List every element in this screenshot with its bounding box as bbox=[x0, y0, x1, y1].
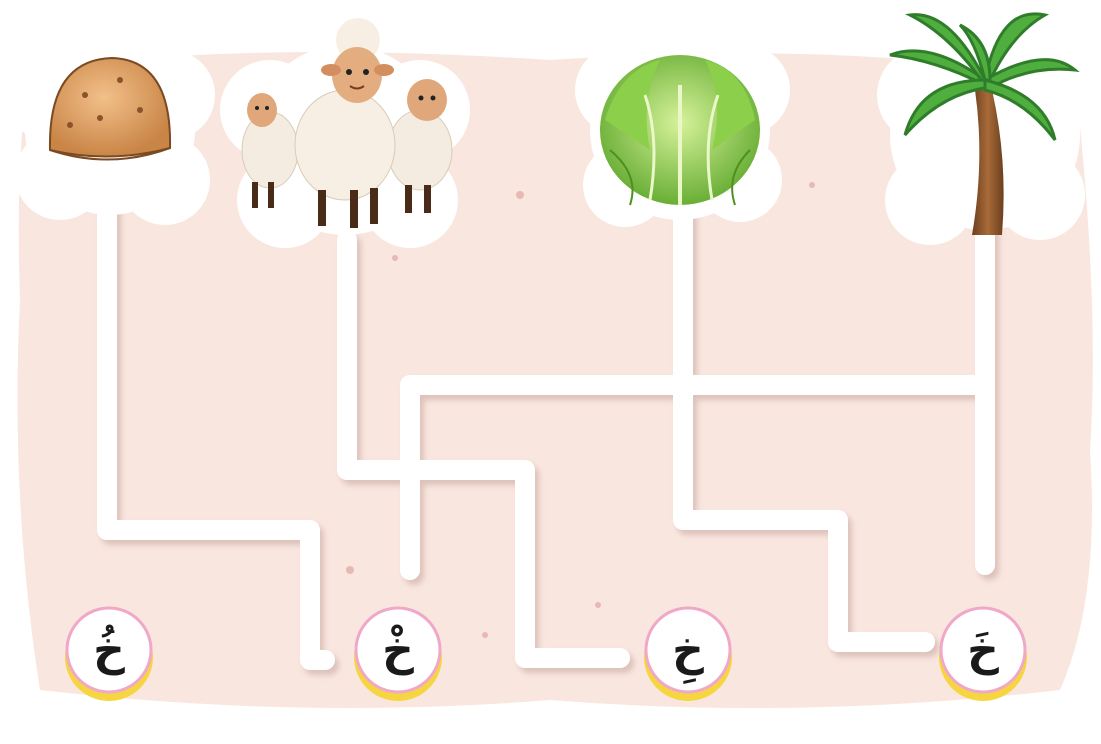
background-dot bbox=[482, 632, 488, 638]
background-dot bbox=[595, 602, 601, 608]
background-dot bbox=[516, 191, 524, 199]
picture-cloud-palm[interactable] bbox=[877, 14, 1095, 245]
picture-cloud-sheep[interactable] bbox=[220, 18, 470, 248]
lettuce-icon bbox=[600, 55, 760, 205]
letter-badge-fatha[interactable]: خَ bbox=[939, 608, 1027, 701]
letter-badge-kasra[interactable]: خِ bbox=[644, 608, 732, 701]
letter-text: خِ bbox=[672, 625, 704, 685]
background-dot bbox=[392, 255, 398, 261]
letter-text: خَ bbox=[967, 625, 999, 676]
picture-cloud-lettuce[interactable] bbox=[575, 40, 790, 227]
letter-badge-damma[interactable]: خُ bbox=[65, 608, 153, 701]
background-dot bbox=[346, 566, 354, 574]
letter-text: خْ bbox=[382, 624, 414, 676]
letter-text: خُ bbox=[93, 624, 125, 676]
picture-cloud-bread[interactable] bbox=[10, 45, 215, 225]
letter-badge-sukun[interactable]: خْ bbox=[354, 608, 442, 701]
background-dot bbox=[809, 182, 815, 188]
